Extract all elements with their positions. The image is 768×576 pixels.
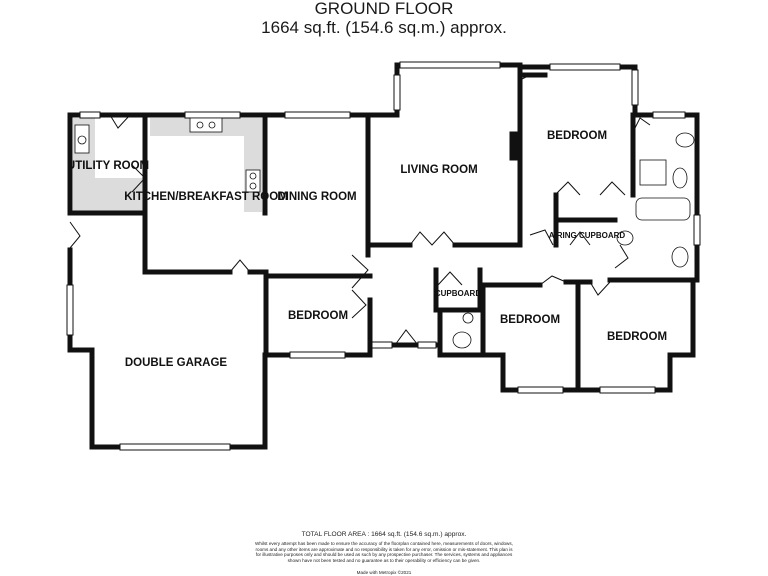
cupboard-label: CUPBOARD [435,289,481,298]
double-garage-label: DOUBLE GARAGE [125,357,228,369]
living-room-label: LIVING ROOM [400,164,477,176]
kitchen-label: KITCHEN/BREAKFAST ROOM [124,191,288,203]
metropix-credit: Made with Metropix ©2021 [356,570,412,575]
sanitary-fixtures [74,117,695,349]
bedroom-label-top-right: BEDROOM [547,130,607,142]
disclaimer-body: Whilst every attempt has been made to en… [255,541,513,563]
airing-cupboard-label: AIRING CUPBOARD [549,231,626,240]
bedroom-label-right: BEDROOM [607,331,667,343]
doors [69,74,651,346]
utility-room-label: UTILITY ROOM [67,160,149,172]
floor-title: GROUND FLOOR [314,0,454,18]
disclaimer-text: Whilst every attempt has been made to en… [0,541,768,563]
bedroom-label-left: BEDROOM [288,310,348,322]
floor-area-subtitle: 1664 sq.ft. (154.6 sq.m.) approx. [261,18,507,37]
bedroom-label-center: BEDROOM [500,314,560,326]
total-floor-area: TOTAL FLOOR AREA : 1664 sq.ft. (154.6 sq… [301,531,467,538]
dining-room-label: DINING ROOM [277,191,356,203]
windows [66,61,701,451]
